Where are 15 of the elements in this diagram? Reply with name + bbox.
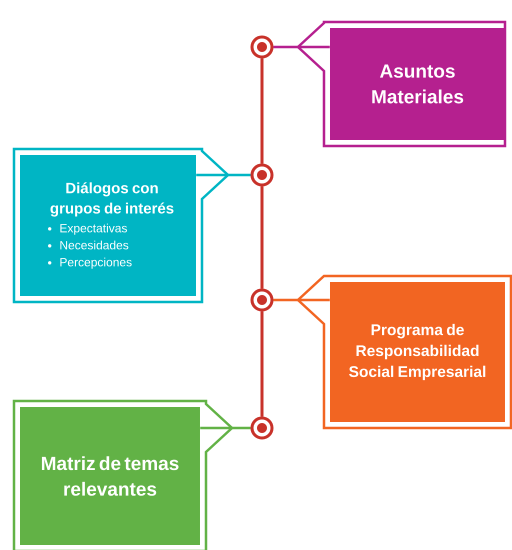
connector-line <box>196 174 250 176</box>
timeline-dot <box>250 416 274 440</box>
callout-box: Programa de Responsabilidad Social Empresarial <box>296 274 512 430</box>
timeline-dot <box>250 288 274 312</box>
callout-box: Asuntos Materiales <box>296 20 506 148</box>
timeline-dot <box>250 164 274 186</box>
callout-box: Diálogos con grupos de interés Expectativas Necesidades Percepciones <box>12 148 230 304</box>
connector-line <box>274 46 330 48</box>
connector-line <box>274 298 330 302</box>
timeline-line <box>260 186 264 288</box>
callout-box: Matriz de temas relevantes <box>12 400 234 550</box>
timeline-line <box>260 312 264 416</box>
timeline-dot <box>250 36 274 58</box>
timeline-line <box>260 58 264 164</box>
connector-line <box>200 426 250 430</box>
